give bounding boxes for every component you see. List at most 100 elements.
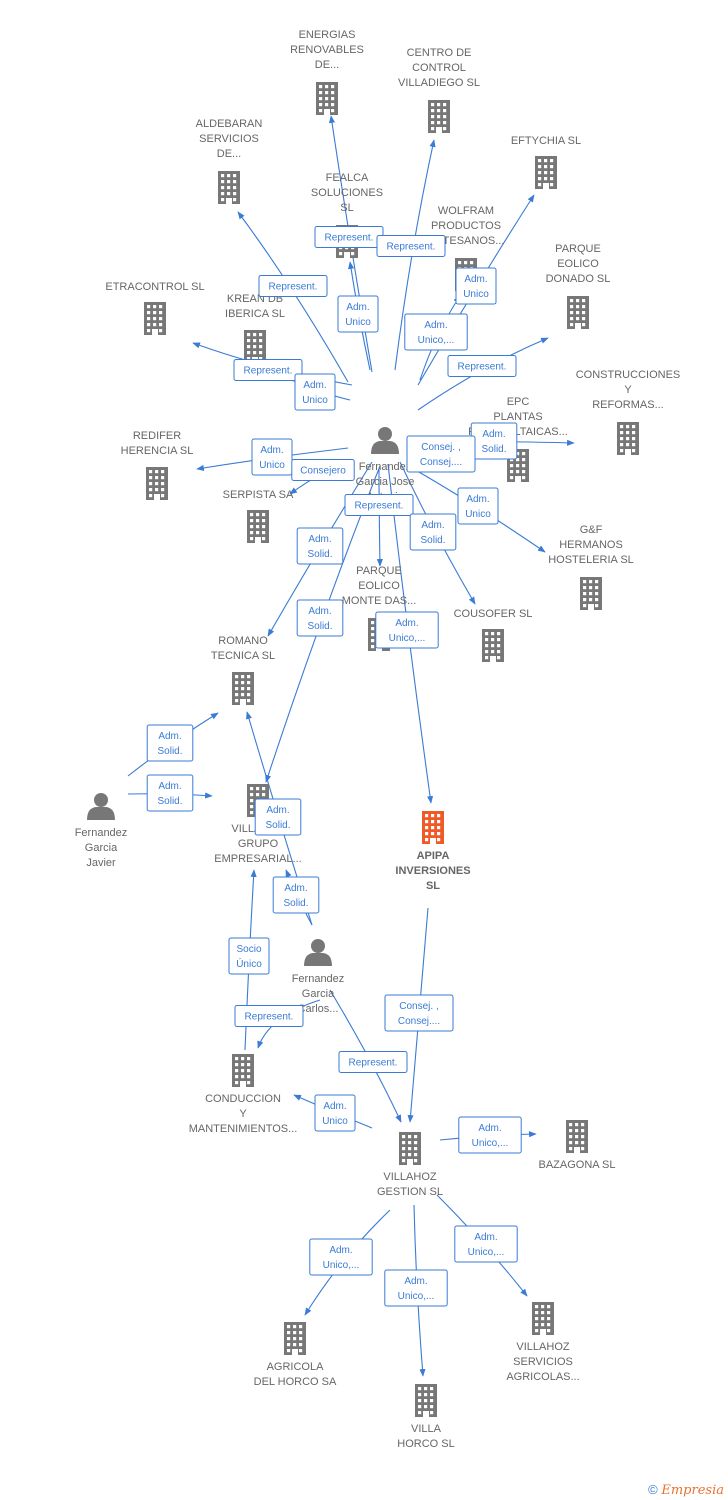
edge-label[interactable]: Represent. — [314, 226, 384, 248]
edge-label[interactable]: Represent. — [233, 359, 303, 381]
node-conduccion[interactable]: CONDUCCIONYMANTENIMIENTOS... — [189, 1054, 298, 1135]
edge-label-text: Adm. — [346, 302, 369, 313]
node-label: EOLICO — [557, 258, 599, 270]
edge-label-box — [338, 1051, 408, 1073]
node-label: SL — [426, 880, 440, 892]
edge-label[interactable]: Adm. Solid. — [296, 527, 344, 565]
edge-label-text: Represent. — [387, 242, 436, 253]
edge-label[interactable]: Adm.Unico — [457, 487, 499, 525]
edge-label-box — [458, 1116, 522, 1154]
edge-label[interactable]: Adm.Solid. — [272, 876, 320, 914]
node-label: AGRICOLAS... — [506, 1371, 579, 1383]
edge-label-text: Adm. — [303, 380, 326, 391]
node-eftychia[interactable]: EFTYCHIA SL — [511, 135, 581, 189]
edge-label-box — [272, 876, 320, 914]
edge-label[interactable]: Consej. ,Consej.... — [406, 435, 476, 473]
edge-label-text: Adm. — [308, 534, 331, 545]
edge-label[interactable]: Adm.Unico — [251, 438, 293, 476]
node-fgcarlos[interactable]: FernandezGarciaCarlos... — [292, 939, 345, 1015]
node-label: ROMANO — [218, 635, 268, 647]
node-label: Y — [239, 1108, 247, 1120]
footer-brand[interactable]: © Empresia — [648, 1482, 724, 1498]
edge-label-text: Adm. — [466, 494, 489, 505]
edge-label[interactable]: Represent. — [338, 1051, 408, 1073]
building-icon — [244, 330, 266, 363]
edge-label[interactable]: Adm.Solid. — [409, 513, 457, 551]
edge-label[interactable]: Represent. — [376, 235, 446, 257]
building-icon — [146, 467, 168, 500]
node-label: EMPRESARIAL... — [214, 853, 301, 865]
edge-label[interactable]: Adm.Unico,... — [454, 1225, 518, 1263]
edge-label-box — [409, 513, 457, 551]
edge-label[interactable]: Adm.Unico — [314, 1094, 356, 1132]
edge-label[interactable]: Adm.Unico — [337, 295, 379, 333]
edge-label[interactable]: Adm.Unico,... — [458, 1116, 522, 1154]
edge-label[interactable]: Represent. — [234, 1005, 304, 1027]
edge-label[interactable]: Consejero — [291, 459, 355, 481]
node-label: ALDEBARAN — [196, 118, 263, 130]
building-icon — [532, 1302, 554, 1335]
node-label: CONTROL — [412, 62, 466, 74]
edge-label-text: Represent. — [269, 282, 318, 293]
node-label: Fernandez — [292, 973, 345, 985]
edge-label-box — [296, 599, 344, 637]
node-label: Y — [624, 384, 632, 396]
edge-label[interactable]: Represent. — [258, 275, 328, 297]
edge-label[interactable]: Adm.Unico,... — [384, 1269, 448, 1307]
edge-label-text: Consej.... — [420, 457, 462, 468]
node-label: MONTE DAS... — [342, 595, 417, 607]
edge-label-text: Unico — [259, 460, 285, 471]
edge-label-box — [384, 1269, 448, 1307]
node-label: Garcia — [302, 988, 335, 1000]
node-label: CONDUCCION — [205, 1093, 281, 1105]
edge-label-box — [384, 994, 454, 1032]
node-villahoz_servicios[interactable]: VILLAHOZSERVICIOSAGRICOLAS... — [506, 1302, 580, 1383]
edge-label[interactable]: Adm.Unico,... — [375, 611, 439, 649]
node-etracontrol[interactable]: ETRACONTROL SL — [105, 281, 205, 335]
edge-label[interactable]: Represent. — [447, 355, 517, 377]
edge-label[interactable]: Consej. ,Consej.... — [384, 994, 454, 1032]
edge-label[interactable]: Adm.Solid. — [146, 774, 194, 812]
edge-label-text: Represent. — [458, 362, 507, 373]
building-icon — [232, 1054, 254, 1087]
node-label: HERMANOS — [559, 539, 623, 551]
node-bazagona[interactable]: BAZAGONA SL — [538, 1120, 616, 1171]
node-label: GESTION SL — [377, 1186, 443, 1198]
node-construcciones[interactable]: CONSTRUCCIONESYREFORMAS... — [576, 369, 681, 455]
edge-label[interactable]: Adm.Unico,... — [404, 313, 468, 351]
edge-label[interactable]: Adm.Unico — [294, 373, 336, 411]
edge-label-text: Unico,... — [323, 1260, 360, 1271]
edge-label[interactable]: Adm.Solid. — [296, 599, 344, 637]
edge-label[interactable]: Represent. — [344, 494, 414, 516]
node-cousofer[interactable]: COUSOFER SL — [454, 608, 533, 662]
edge-label[interactable]: Adm.Unico,... — [309, 1238, 373, 1276]
copyright-symbol: © — [648, 1482, 658, 1497]
edge-label[interactable]: Adm.Solid. — [254, 798, 302, 836]
edge-label-text: Solid. — [307, 549, 332, 560]
edge-label-box — [375, 611, 439, 649]
edge-label-text: Adm. — [395, 618, 418, 629]
person-icon — [371, 427, 399, 454]
building-icon — [535, 156, 557, 189]
node-serpista[interactable]: SERPISTA SA — [223, 489, 294, 543]
edge-label[interactable]: Adm.Solid. — [470, 422, 518, 460]
building-icon — [566, 1120, 588, 1153]
node-energias[interactable]: ENERGIASRENOVABLESDE... — [290, 29, 364, 115]
edge-label[interactable]: Adm.Solid. — [146, 724, 194, 762]
edge-label[interactable]: Adm.Unico — [455, 267, 497, 305]
node-aldebaran[interactable]: ALDEBARANSERVICIOSDE... — [196, 118, 263, 204]
edge-label-box — [376, 235, 446, 257]
